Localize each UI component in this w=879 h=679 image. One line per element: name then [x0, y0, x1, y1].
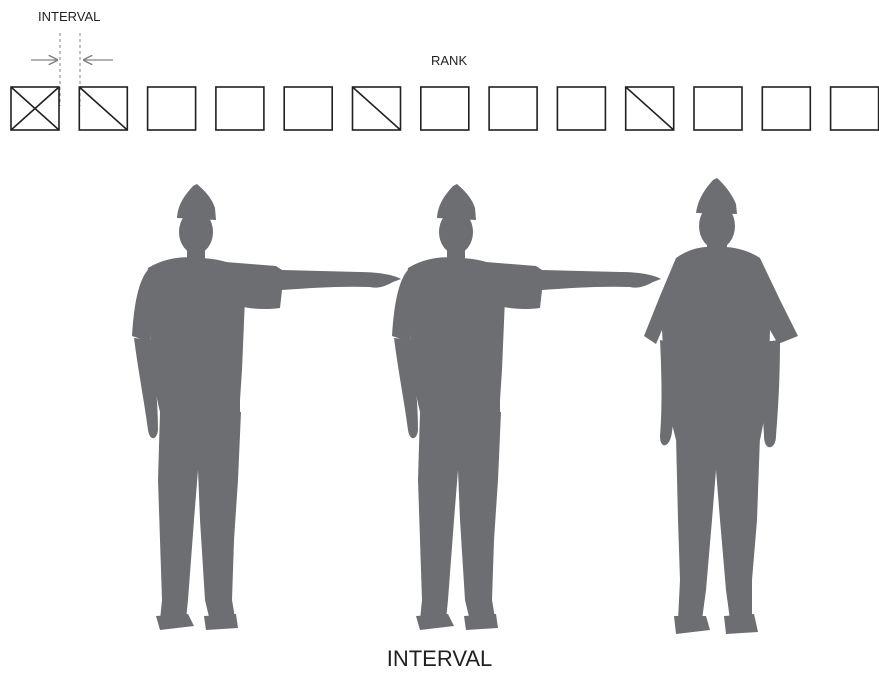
rank-box-empty — [419, 86, 470, 131]
figure-left-silhouette — [132, 184, 401, 630]
rank-box-empty — [488, 86, 538, 131]
interval-indicator — [31, 33, 113, 106]
rank-box-slash — [624, 86, 675, 131]
rank-label: RANK — [431, 53, 468, 68]
rank-box-empty — [146, 86, 197, 131]
rank-box-empty — [761, 86, 812, 131]
rank-box-empty — [556, 86, 607, 131]
rank-box-slash — [78, 86, 129, 131]
figures — [132, 178, 798, 634]
rank-box-empty — [283, 86, 334, 131]
figure-right-silhouette — [644, 178, 798, 634]
rank-row — [10, 86, 879, 131]
rank-box-empty — [693, 86, 743, 131]
rank-box-empty — [829, 86, 879, 131]
figure-middle-silhouette — [392, 184, 661, 630]
interval-label-bottom: INTERVAL — [386, 646, 493, 671]
interval-label-top: INTERVAL — [38, 9, 101, 24]
rank-box-x — [10, 86, 60, 131]
rank-box-empty — [215, 86, 265, 131]
rank-box-slash — [351, 86, 402, 131]
